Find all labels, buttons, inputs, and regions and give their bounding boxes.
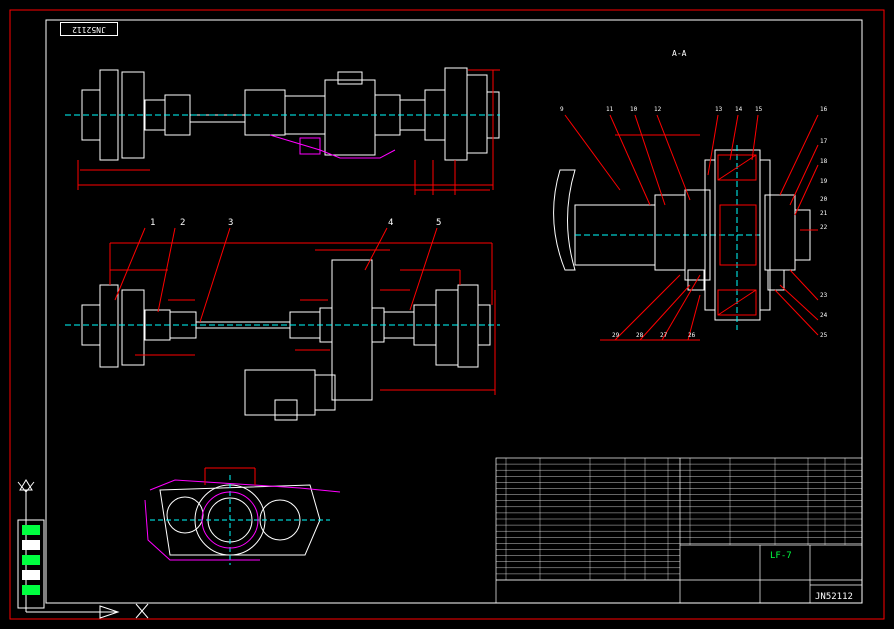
section-callout-label: 28: [636, 332, 644, 339]
plan-callout-label: 5: [436, 218, 442, 228]
section-callout-label: 19: [820, 178, 828, 185]
section-callout-label: 24: [820, 312, 828, 319]
section-callout-label: 11: [606, 106, 614, 113]
title-block-drawing-number: JN52112: [815, 592, 853, 602]
ucs-icon: [17, 479, 149, 619]
plan-callout-label: 3: [228, 218, 234, 228]
section-callout-label: 20: [820, 196, 828, 203]
section-callout-label: 13: [715, 106, 723, 113]
section-callout-label: 14: [735, 106, 743, 113]
detail-dims: [204, 467, 256, 485]
section-callout-label: 17: [820, 138, 828, 145]
section-callout-label: 25: [820, 332, 828, 339]
section-hatch: [717, 154, 757, 316]
section-callout-label: 27: [660, 332, 668, 339]
section-callout-lines: [564, 114, 819, 341]
section-callout-label: 10: [630, 106, 638, 113]
section-callout-label: 29: [612, 332, 620, 339]
section-callout-label: 9: [560, 106, 564, 113]
section-callout-label: 26: [688, 332, 696, 339]
detail-view: [150, 475, 330, 565]
plan-dims: [109, 227, 496, 395]
plan-callout-label: 4: [388, 218, 394, 228]
section-callout-label: 15: [755, 106, 763, 113]
plan-view: [65, 259, 500, 421]
plan-callout-label: 1: [150, 218, 156, 228]
elevation-hidden: [269, 134, 396, 159]
title-block-product-code: LF-7: [770, 551, 792, 561]
top-drawing-number: JN52112: [60, 22, 118, 36]
section-callout-label: 21: [820, 210, 828, 217]
section-callout-label: 23: [820, 292, 828, 299]
inner-border: [45, 19, 863, 604]
detail-hidden: [144, 479, 341, 561]
elevation-dims: [77, 69, 500, 195]
elevation-view: [65, 67, 500, 161]
bom-rows: [496, 458, 862, 581]
outer-border: [9, 9, 885, 620]
plan-callout-label: 2: [180, 218, 186, 228]
bom-table: [495, 457, 863, 604]
section-label: A-A: [672, 49, 687, 58]
section-callout-label: 22: [820, 224, 828, 231]
section-callout-label: 18: [820, 158, 828, 165]
section-view: [553, 145, 811, 330]
section-callout-label: 16: [820, 106, 828, 113]
section-callout-label: 12: [654, 106, 662, 113]
